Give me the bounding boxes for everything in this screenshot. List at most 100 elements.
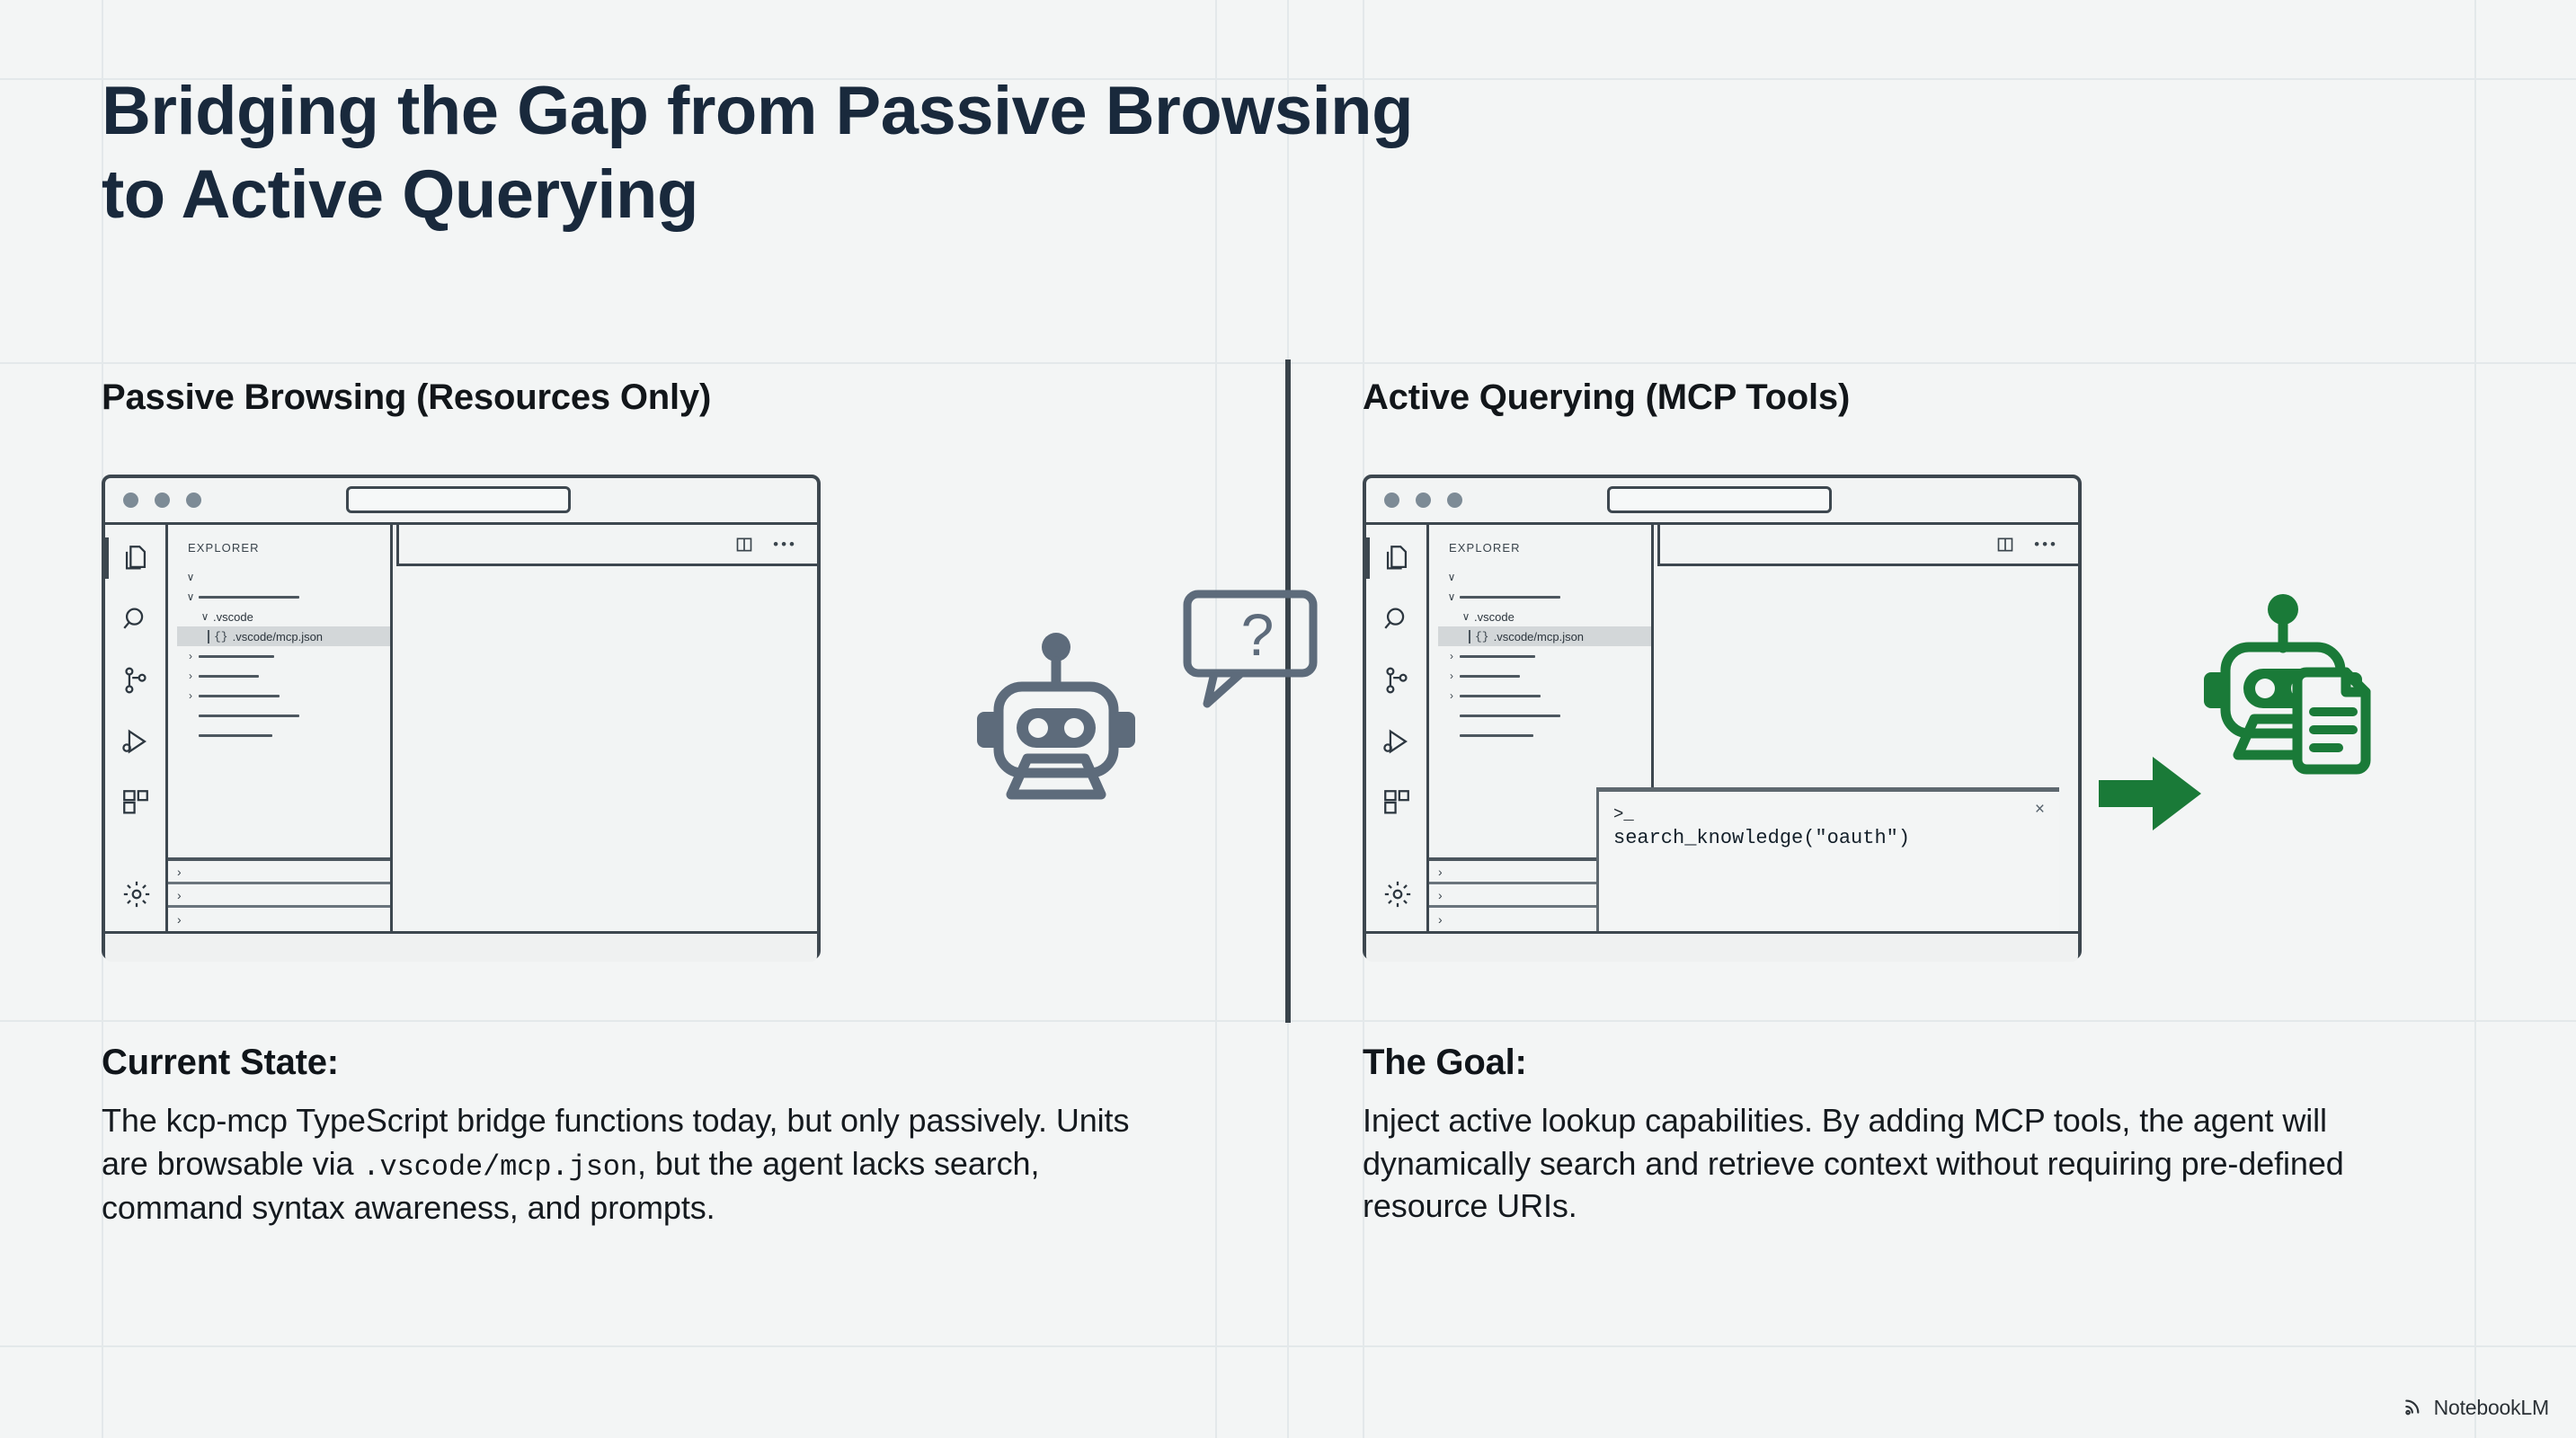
mini-terminal-row[interactable]: ›: [168, 861, 390, 884]
close-window-dot[interactable]: [123, 493, 138, 508]
tree-row[interactable]: [1438, 725, 1651, 745]
run-and-debug-icon[interactable]: [1376, 721, 1417, 762]
tree-row[interactable]: ∨: [177, 587, 390, 607]
tree-row[interactable]: [177, 725, 390, 745]
placeholder-label: [199, 694, 280, 697]
mini-terminal-row[interactable]: ›: [1438, 912, 1443, 927]
activity-bar: [105, 525, 168, 931]
source-control-icon[interactable]: [115, 660, 156, 701]
tree-row[interactable]: ∨: [1438, 567, 1651, 587]
window-body: EXPLORER ∨ ∨ ∨ .vscode {}: [105, 525, 817, 931]
selection-caret: [208, 629, 209, 644]
speech-bubble-question: ?: [1182, 589, 1319, 715]
notebooklm-logo-icon: [2403, 1394, 2426, 1422]
command-center-input[interactable]: [1607, 486, 1832, 513]
file-tree: ∨ ∨ ∨ .vscode {} .vscode/mcp.json: [1429, 567, 1651, 857]
maximize-window-dot[interactable]: [1447, 493, 1462, 508]
editor-pane: •••: [393, 525, 817, 931]
extensions-icon[interactable]: [115, 782, 156, 823]
settings-gear-icon[interactable]: [1377, 874, 1418, 915]
placeholder-label: [1460, 674, 1520, 678]
explorer-bottom-rows: › › ›: [1429, 857, 1651, 931]
close-terminal-icon[interactable]: ×: [2034, 800, 2045, 819]
placeholder-label: [199, 674, 259, 678]
page-title-line-1: Bridging the Gap from Passive Browsing: [102, 73, 1414, 149]
tree-row[interactable]: ›: [1438, 646, 1651, 666]
minimize-window-dot[interactable]: [155, 493, 170, 508]
tree-label-vscode: .vscode: [213, 609, 253, 624]
placeholder-label: [1460, 733, 1533, 737]
left-body-text-part1: The kcp-mcp TypeScript bridge functions …: [102, 1102, 1130, 1182]
more-actions-icon[interactable]: •••: [773, 536, 797, 553]
window-titlebar: [105, 478, 817, 525]
question-mark-label: ?: [1241, 601, 1275, 668]
json-file-icon: {}: [1475, 629, 1489, 644]
tree-row[interactable]: ›: [1438, 666, 1651, 686]
left-body-block: Current State: The kcp-mcp TypeScript br…: [102, 1043, 1180, 1229]
json-file-icon: {}: [214, 629, 228, 644]
maximize-window-dot[interactable]: [186, 493, 201, 508]
explorer-title: EXPLORER: [1449, 541, 1521, 555]
explorer-panel: EXPLORER ∨ ∨ ∨ .vscode {}: [1429, 525, 1654, 931]
minimize-window-dot[interactable]: [1416, 493, 1431, 508]
extensions-icon[interactable]: [1376, 782, 1417, 823]
search-icon[interactable]: [115, 599, 156, 640]
terminal-panel: × >_ search_knowledge("oauth"): [1596, 787, 2059, 931]
vscode-window-passive: EXPLORER ∨ ∨ ∨ .vscode {}: [102, 475, 821, 962]
close-window-dot[interactable]: [1384, 493, 1399, 508]
placeholder-label: [199, 733, 272, 737]
search-icon[interactable]: [1376, 599, 1417, 640]
placeholder-label: [1460, 714, 1560, 717]
tree-row-vscode-folder[interactable]: ∨ .vscode: [1438, 607, 1651, 626]
status-bar: [105, 931, 817, 962]
mini-terminal-row[interactable]: ›: [1429, 861, 1651, 884]
left-body-code: .vscode/mcp.json: [362, 1150, 638, 1184]
chevron-right-icon: ›: [189, 689, 192, 702]
tree-row-mcp-json[interactable]: {} .vscode/mcp.json: [1438, 626, 1651, 646]
source-control-icon[interactable]: [1376, 660, 1417, 701]
chevron-right-icon: ›: [189, 670, 192, 682]
tree-row[interactable]: ∨: [177, 567, 390, 587]
gridline-vertical: [2474, 0, 2476, 1438]
chevron-down-icon: ∨: [186, 590, 195, 603]
arrow-right-icon: [2099, 755, 2203, 837]
column-divider: [1285, 360, 1291, 1023]
tree-row[interactable]: [177, 706, 390, 725]
command-center-input[interactable]: [346, 486, 571, 513]
split-editor-icon[interactable]: [1996, 536, 2014, 554]
terminal-command[interactable]: search_knowledge("oauth"): [1613, 826, 1911, 849]
mini-terminal-row[interactable]: ›: [168, 884, 390, 908]
run-and-debug-icon[interactable]: [115, 721, 156, 762]
selection-caret: [1469, 629, 1470, 644]
tree-row[interactable]: ∨: [1438, 587, 1651, 607]
editor-tabbar: •••: [1657, 525, 2078, 566]
active-indicator: [1366, 537, 1370, 579]
files-icon[interactable]: [115, 537, 156, 579]
tree-row[interactable]: ›: [177, 686, 390, 706]
tree-row[interactable]: ›: [1438, 686, 1651, 706]
files-icon[interactable]: [1376, 537, 1417, 579]
gridline-horizontal: [0, 1345, 2576, 1347]
page-title-line-2: to Active Querying: [102, 155, 698, 233]
split-editor-icon[interactable]: [735, 536, 753, 554]
editor-content[interactable]: [393, 566, 817, 931]
editor-tabbar: •••: [396, 525, 817, 566]
mini-terminal-row[interactable]: ›: [177, 912, 182, 927]
settings-gear-icon[interactable]: [116, 874, 157, 915]
right-body-paragraph: Inject active lookup capabilities. By ad…: [1363, 1102, 2344, 1225]
placeholder-label: [1460, 654, 1535, 658]
tree-row[interactable]: [1438, 706, 1651, 725]
tree-row-vscode-folder[interactable]: ∨ .vscode: [177, 607, 390, 626]
vscode-window-active: EXPLORER ∨ ∨ ∨ .vscode {}: [1363, 475, 2082, 962]
notebooklm-label: NotebookLM: [2433, 1396, 2550, 1419]
chevron-down-icon: ∨: [1461, 610, 1470, 623]
left-body-text-part2: , but the agent lacks search, command sy…: [102, 1144, 1040, 1226]
mini-terminal-row[interactable]: ›: [1429, 884, 1651, 908]
more-actions-icon[interactable]: •••: [2034, 536, 2058, 553]
chevron-right-icon: ›: [1450, 650, 1453, 662]
tree-row-mcp-json[interactable]: {} .vscode/mcp.json: [177, 626, 390, 646]
tree-row[interactable]: ›: [177, 666, 390, 686]
explorer-panel: EXPLORER ∨ ∨ ∨ .vscode {}: [168, 525, 393, 931]
tree-row[interactable]: ›: [177, 646, 390, 666]
